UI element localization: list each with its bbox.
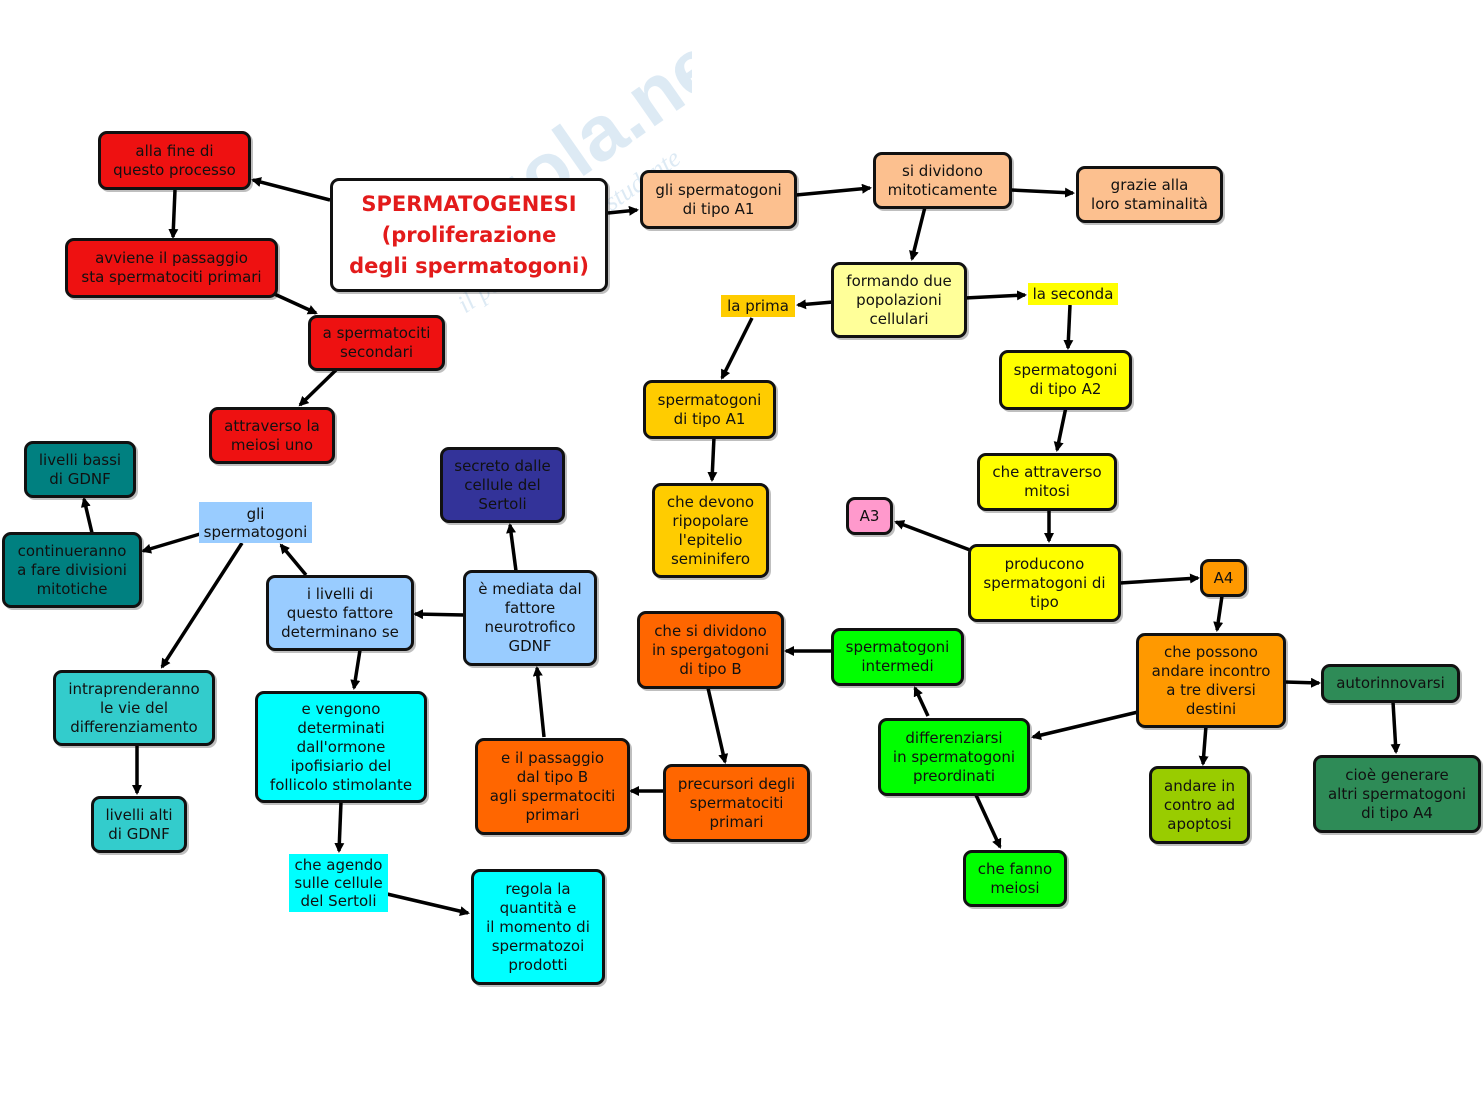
label-gli-spermatogoni: gli spermatogoni [199, 502, 312, 543]
arrow-producono-to-a3 [894, 520, 971, 552]
node-che-possono: che possono andare incontro a tre divers… [1136, 633, 1286, 728]
arrow-che-possono-to-differenziarsi [1031, 710, 1139, 741]
arrow-spermatogenesi-to-alla-fine [251, 177, 331, 202]
node-formando: formando due popolazioni cellulari [831, 262, 967, 338]
label-la-seconda: la seconda [1028, 283, 1118, 305]
node-continueranno: continueranno a fare divisioni mitotiche [2, 532, 142, 608]
arrow-la-seconda-to-sperm-a2 [1063, 304, 1074, 350]
arrow-si-dividono-to-grazie [1010, 187, 1075, 198]
node-che-devono: che devono ripopolare l'epitelio seminif… [652, 483, 769, 578]
arrow-gli-spermatogoni-to-continueranno [141, 532, 201, 554]
arrow-i-livelli-to-gli-spermatogoni [279, 543, 308, 577]
node-sperm-a1: spermatogoni di tipo A1 [643, 380, 776, 439]
node-gli-a1: gli spermatogoni di tipo A1 [640, 170, 797, 229]
arrow-sperm-a2-to-che-attraverso [1053, 406, 1068, 452]
arrow-differenziarsi-to-intermedi [913, 686, 930, 717]
arrow-producono-to-a4 [1119, 573, 1200, 585]
node-regola: regola la quantità e il momento di sperm… [471, 869, 605, 985]
node-differenziarsi: differenziarsi in spermatogoni preordina… [878, 718, 1030, 796]
node-e-vengono: e vengono determinati dall'ormone ipofis… [255, 691, 427, 803]
arrow-differenziarsi-to-che-fanno [974, 794, 1002, 849]
arrow-la-prima-to-sperm-a1 [720, 317, 754, 380]
node-che-fanno: che fanno meiosi [963, 850, 1067, 907]
node-intraprenderanno: intraprenderanno le vie del differenziam… [53, 670, 215, 746]
arrow-che-agendo-to-regola [386, 892, 470, 917]
node-intermedi: spermatogoni intermedi [831, 628, 964, 686]
arrow-che-possono-to-autorinnovarsi [1284, 677, 1321, 688]
node-spermatogenesi: SPERMATOGENESI (proliferazione degli spe… [330, 178, 608, 292]
node-sperm-a2: spermatogoni di tipo A2 [999, 350, 1132, 410]
arrow-gli-spermatogoni-to-intraprenderanno [160, 542, 244, 669]
node-a4: A4 [1200, 559, 1247, 597]
arrow-i-livelli-to-e-vengono [350, 649, 362, 690]
node-livelli-bassi: livelli bassi di GDNF [24, 441, 136, 498]
node-cioe: cioè generare altri spermatogoni di tipo… [1313, 755, 1481, 833]
arrow-formando-to-la-prima [796, 299, 834, 310]
node-livelli-alti: livelli alti di GDNF [91, 796, 187, 853]
arrow-continueranno-to-livelli-bassi [80, 497, 94, 534]
node-precursori: precursori degli spermatociti primari [663, 764, 810, 842]
node-avviene: avviene il passaggio sta spermatociti pr… [65, 238, 278, 298]
arrow-si-dividono-to-formando [909, 206, 927, 261]
arrow-che-possono-to-apoptosi [1198, 725, 1209, 766]
node-che-attraverso: che attraverso mitosi [977, 453, 1117, 511]
node-passaggio-b: e il passaggio dal tipo B agli spermatoc… [475, 738, 630, 835]
arrow-e-vengono-to-che-agendo [334, 801, 345, 853]
node-grazie: grazie alla loro staminalità [1076, 166, 1223, 223]
arrow-passaggio-b-to-mediata [532, 666, 546, 738]
arrow-avviene-to-a-spermatociti [269, 290, 318, 315]
node-a-spermatociti: a spermatociti secondari [308, 315, 445, 371]
node-si-dividono: si dividono mitoticamente [873, 152, 1012, 209]
arrow-formando-to-la-seconda [964, 290, 1027, 301]
label-che-agendo: che agendo sulle cellule del Sertoli [289, 854, 388, 912]
arrow-sperm-a1-to-che-devono [707, 436, 718, 482]
arrow-autorinnovarsi-to-cioe [1390, 701, 1401, 754]
node-secreto: secreto dalle cellule del Sertoli [440, 447, 565, 523]
node-autorinnovarsi: autorinnovarsi [1321, 664, 1460, 703]
label-la-prima: la prima [721, 295, 795, 317]
arrow-gli-a1-to-si-dividono [795, 183, 872, 197]
arrow-a-spermatociti-to-attraverso [298, 368, 338, 407]
node-che-si-dividono-b: che si dividono in spergatogoni di tipo … [637, 611, 784, 689]
arrow-alla-fine-to-avviene [168, 189, 179, 239]
arrow-mediata-to-secreto [506, 523, 518, 572]
arrow-che-si-dividono-b-to-precursori [706, 687, 729, 764]
node-mediata: è mediata dal fattore neurotrofico GDNF [463, 570, 597, 666]
arrow-mediata-to-i-livelli [413, 609, 465, 620]
node-a3: A3 [846, 497, 893, 535]
node-attraverso-meiosi: attraverso la meiosi uno [209, 407, 335, 464]
arrow-a4-to-che-possono [1213, 595, 1224, 632]
node-producono: producono spermatogoni di tipo [968, 544, 1121, 622]
node-alla-fine: alla fine di questo processo [98, 131, 251, 190]
node-andare-apoptosi: andare in contro ad apoptosi [1149, 766, 1250, 844]
node-i-livelli: i livelli di questo fattore determinano … [266, 575, 414, 651]
arrow-spermatogenesi-to-gli-a1 [607, 205, 639, 216]
